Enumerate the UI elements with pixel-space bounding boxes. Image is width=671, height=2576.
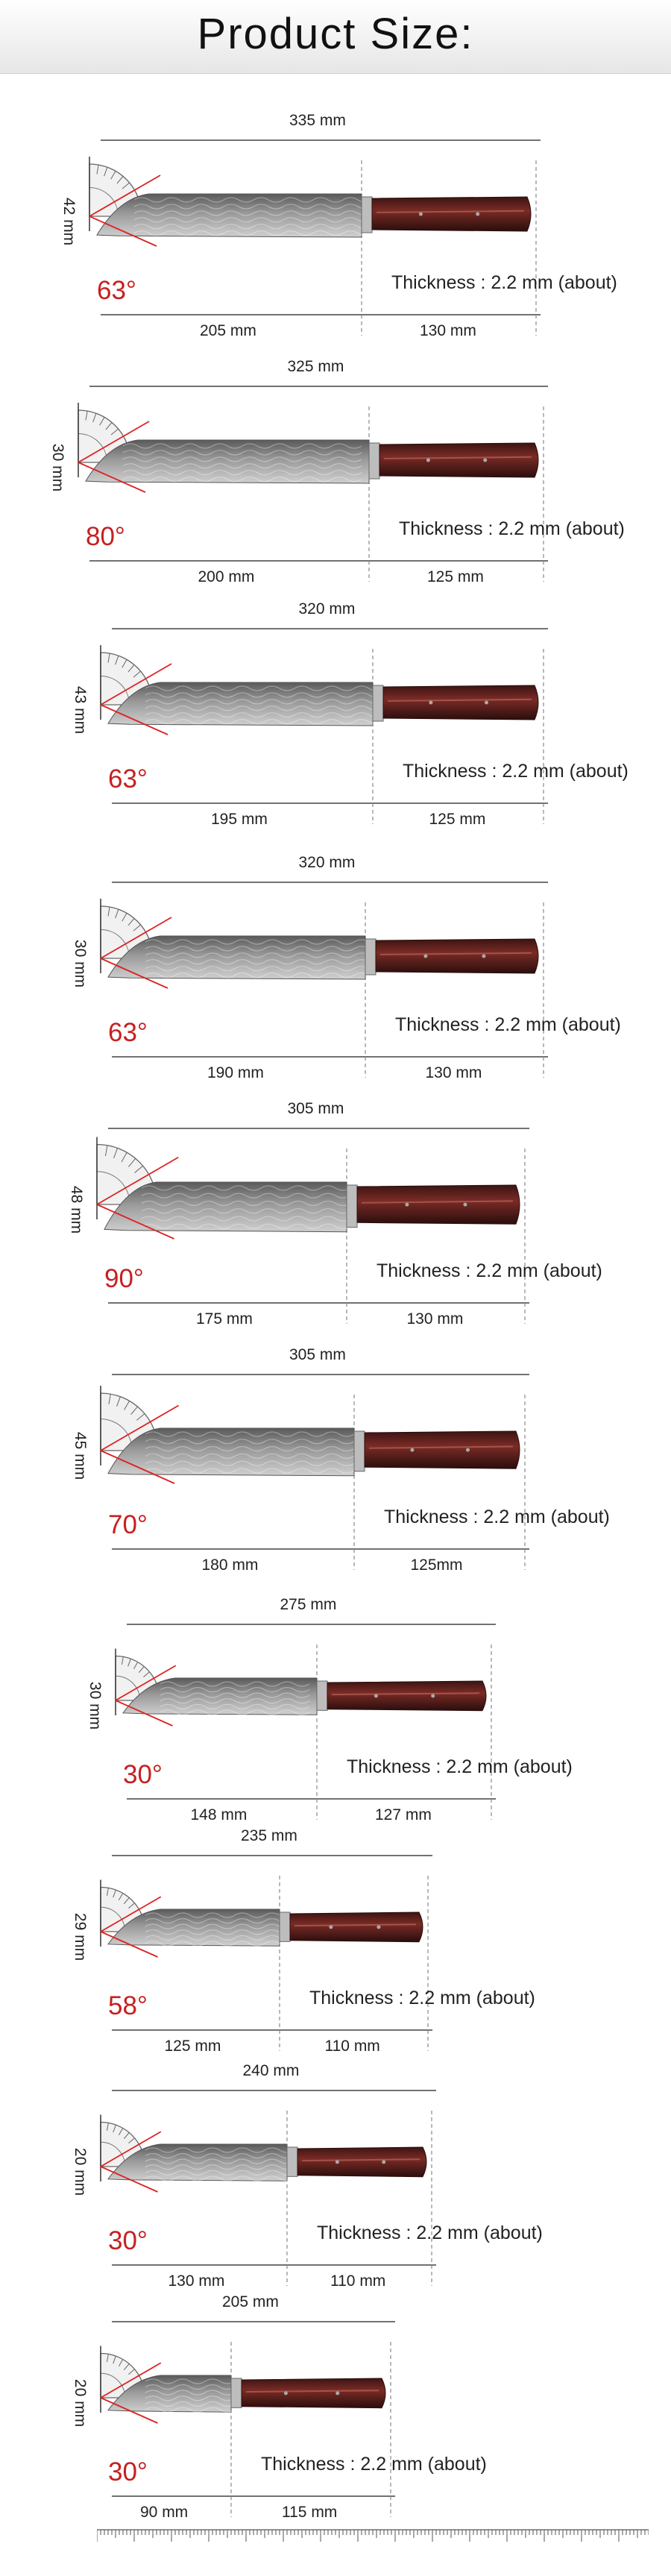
blade-length-label: 148 mm xyxy=(190,1806,248,1823)
handle-length-label: 125mm xyxy=(410,1556,463,1574)
thickness-label: Thickness : 2.2 mm (about) xyxy=(391,272,617,293)
handle-length-label: 115 mm xyxy=(282,2504,338,2521)
total-length-label: 335 mm xyxy=(289,112,346,129)
edge-angle-label: 30° xyxy=(123,1760,163,1789)
knife-handle xyxy=(375,938,539,974)
thickness-label: Thickness : 2.2 mm (about) xyxy=(403,761,629,782)
edge-angle-label: 63° xyxy=(97,276,136,305)
edge-angle-label: 80° xyxy=(86,522,125,551)
handle-length-label: 125 mm xyxy=(429,811,486,828)
total-length-label: 240 mm xyxy=(242,2062,300,2079)
knife-spec-3: 320 mm 195 mm 125 mm 43 mm 63° Thickness : 2.… xyxy=(0,600,671,848)
knife-drawing xyxy=(100,2321,395,2517)
knife-handle xyxy=(371,196,532,232)
blade-length-label: 200 mm xyxy=(198,568,255,585)
knife-spec-7: 275 mm 148 mm 127 mm 30 mm 30° Thickness : 2.… xyxy=(0,1596,671,1844)
total-length-label: 325 mm xyxy=(287,358,344,375)
blade-height-label: 20 mm xyxy=(72,2378,89,2428)
knife-drawing xyxy=(100,882,548,1078)
total-length-label: 320 mm xyxy=(298,854,356,871)
blade-length-label: 130 mm xyxy=(168,2272,225,2290)
thickness-label: Thickness : 2.2 mm (about) xyxy=(317,2222,543,2243)
knife-spec-9: 240 mm 130 mm 110 mm 20 mm 30° Thickness : 2.… xyxy=(0,2062,671,2310)
page-header: Product Size: xyxy=(0,0,671,74)
ruler xyxy=(96,2528,649,2561)
blade-length-label: 190 mm xyxy=(207,1064,264,1081)
knife-handle xyxy=(297,2146,427,2178)
blade-height-label: 30 mm xyxy=(72,939,89,988)
knife-drawing xyxy=(100,1374,529,1570)
page-title: Product Size: xyxy=(197,10,474,58)
knife-blade xyxy=(107,1427,355,1477)
knife-handle xyxy=(382,685,539,720)
thickness-label: Thickness : 2.2 mm (about) xyxy=(395,1014,621,1035)
thickness-label: Thickness : 2.2 mm (about) xyxy=(309,1988,535,2008)
knife-spec-1: 335 mm 205 mm 130 mm 42 mm 63° Thickness : 2.… xyxy=(0,112,671,359)
knife-handle xyxy=(289,1911,423,1943)
total-length-label: 205 mm xyxy=(222,2293,279,2310)
knife-handle xyxy=(364,1430,520,1469)
handle-length-label: 127 mm xyxy=(375,1806,432,1823)
knife-handle xyxy=(356,1184,520,1225)
edge-angle-label: 63° xyxy=(108,764,148,794)
edge-angle-label: 63° xyxy=(108,1018,148,1047)
knife-handle xyxy=(327,1680,487,1712)
blade-length-label: 125 mm xyxy=(164,2038,221,2055)
knife-drawing xyxy=(115,1624,496,1820)
blade-height-label: 43 mm xyxy=(72,685,89,735)
knife-spec-4: 320 mm 190 mm 130 mm 30 mm 63° Thickness : 2.… xyxy=(0,854,671,1102)
blade-length-label: 180 mm xyxy=(201,1556,259,1574)
blade-length-label: 175 mm xyxy=(196,1310,253,1328)
knife-drawing xyxy=(100,2090,436,2286)
blade-height-label: 45 mm xyxy=(72,1431,89,1480)
edge-angle-label: 30° xyxy=(108,2226,148,2255)
edge-angle-label: 90° xyxy=(104,1264,144,1293)
blade-height-label: 30 mm xyxy=(49,443,67,492)
handle-length-label: 130 mm xyxy=(406,1310,464,1328)
knife-drawing xyxy=(100,1855,432,2051)
knife-spec-2: 325 mm 200 mm 125 mm 30 mm 80° Thickness : 2.… xyxy=(0,358,671,606)
blade-height-label: 29 mm xyxy=(72,1912,89,1961)
knife-spec-6: 305 mm 180 mm 125mm 45 mm 70° Thickness : 2.2… xyxy=(0,1346,671,1594)
total-length-label: 275 mm xyxy=(280,1596,337,1613)
handle-length-label: 130 mm xyxy=(425,1064,482,1081)
edge-angle-label: 58° xyxy=(108,1991,148,2020)
total-length-label: 320 mm xyxy=(298,600,356,618)
total-length-label: 235 mm xyxy=(241,1827,297,1844)
knife-drawing xyxy=(78,386,548,582)
thickness-label: Thickness : 2.2 mm (about) xyxy=(399,518,625,539)
knife-spec-8: 235 mm 125 mm 110 mm 29 mm 58° Thickness : 2.… xyxy=(0,1827,671,2075)
thickness-label: Thickness : 2.2 mm (about) xyxy=(261,2454,487,2475)
knife-handle xyxy=(241,2378,386,2409)
handle-length-label: 110 mm xyxy=(330,2272,386,2290)
handle-length-label: 130 mm xyxy=(420,322,476,339)
ruler-scale xyxy=(96,2529,649,2542)
knife-spec-10: 205 mm 90 mm 115 mm 20 mm 30° Thickness : 2.2… xyxy=(0,2293,671,2541)
thickness-label: Thickness : 2.2 mm (about) xyxy=(384,1507,610,1527)
handle-length-label: 125 mm xyxy=(427,568,484,585)
handle-length-label: 110 mm xyxy=(324,2038,380,2055)
total-length-label: 305 mm xyxy=(287,1100,344,1117)
blade-length-label: 90 mm xyxy=(140,2504,189,2521)
total-length-label: 305 mm xyxy=(289,1346,346,1363)
blade-height-label: 42 mm xyxy=(60,197,78,246)
knife-drawing xyxy=(100,628,548,824)
blade-height-label: 20 mm xyxy=(72,2147,89,2196)
edge-angle-label: 70° xyxy=(108,1510,148,1539)
thickness-label: Thickness : 2.2 mm (about) xyxy=(377,1260,602,1281)
knife-handle xyxy=(379,442,539,478)
knife-drawing xyxy=(89,139,541,336)
blade-height-label: 48 mm xyxy=(68,1185,86,1234)
blade-length-label: 195 mm xyxy=(211,811,268,828)
edge-angle-label: 30° xyxy=(108,2457,148,2487)
knife-spec-5: 305 mm 175 mm 130 mm 48 mm 90° Thickness : 2.… xyxy=(0,1100,671,1348)
blade-height-label: 30 mm xyxy=(86,1681,104,1730)
knife-blade xyxy=(107,935,366,980)
blade-length-label: 205 mm xyxy=(200,322,256,339)
thickness-label: Thickness : 2.2 mm (about) xyxy=(347,1756,573,1777)
knife-drawing xyxy=(96,1128,529,1324)
